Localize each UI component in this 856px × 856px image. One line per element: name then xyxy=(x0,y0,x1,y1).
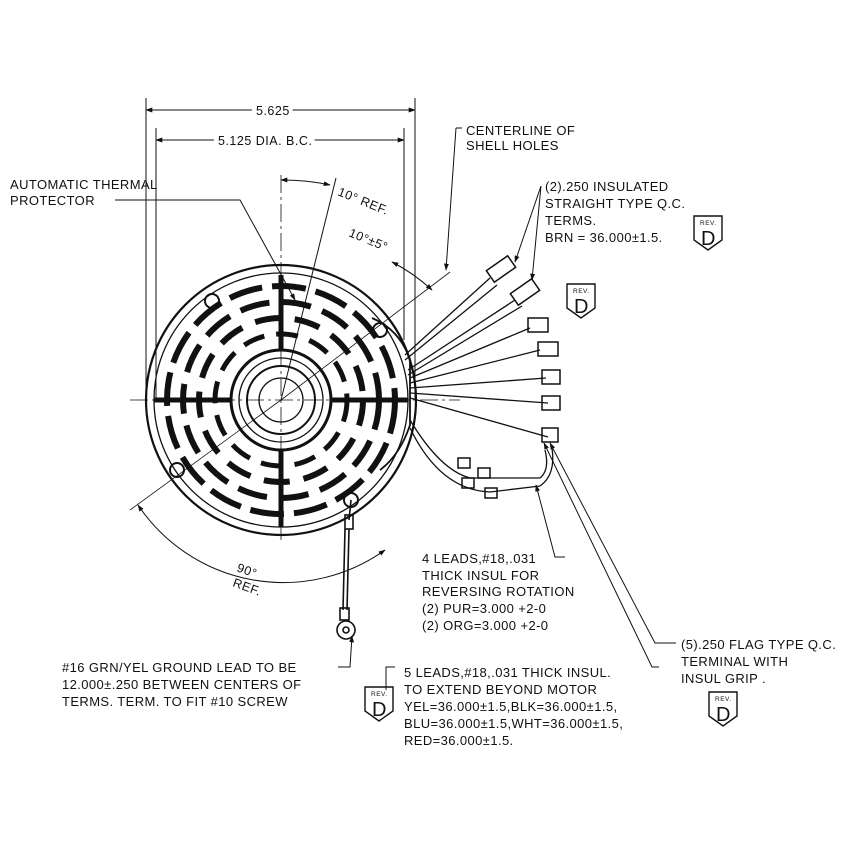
svg-text:INSUL GRIP .: INSUL GRIP . xyxy=(681,671,766,686)
svg-text:PROTECTOR: PROTECTOR xyxy=(10,193,95,208)
rev-badge-ground: REV. D xyxy=(364,686,394,722)
svg-text:5 LEADS,#18,.031 THICK INSUL.: 5 LEADS,#18,.031 THICK INSUL. xyxy=(404,665,611,680)
lead-wires xyxy=(404,277,554,493)
svg-text:YEL=36.000±1.5,BLK=36.000±1.5,: YEL=36.000±1.5,BLK=36.000±1.5, xyxy=(404,699,618,714)
svg-text:D: D xyxy=(701,228,715,250)
svg-text:BRN = 36.000±1.5.: BRN = 36.000±1.5. xyxy=(545,230,663,245)
svg-text:D: D xyxy=(574,296,588,318)
svg-text:TERMS. TERM. TO FIT #10 SCREW: TERMS. TERM. TO FIT #10 SCREW xyxy=(62,694,288,709)
svg-text:D: D xyxy=(372,699,386,721)
rev-badge-flag: REV. D xyxy=(708,691,738,727)
angle-90-ref: REF. xyxy=(231,576,263,599)
main-leads-label: 5 LEADS,#18,.031 THICK INSUL. TO EXTEND … xyxy=(404,665,623,748)
bolt-circle-dim: 5.125 DIA. B.C. xyxy=(218,134,312,148)
terminal-connectors xyxy=(457,254,561,499)
thermal-protector-label: AUTOMATIC THERMAL PROTECTOR xyxy=(10,177,158,208)
centerline-label: CENTERLINE OF SHELL HOLES xyxy=(466,123,575,153)
svg-text:TERMS.: TERMS. xyxy=(545,213,597,228)
angle-ref-dim: 10° REF. xyxy=(336,185,391,218)
svg-text:CENTERLINE OF: CENTERLINE OF xyxy=(466,123,575,138)
angle-tol-dim: 10°±5° xyxy=(347,226,390,254)
svg-text:4 LEADS,#18,.031: 4 LEADS,#18,.031 xyxy=(422,551,536,566)
svg-text:AUTOMATIC THERMAL: AUTOMATIC THERMAL xyxy=(10,177,158,192)
svg-text:BLU=36.000±1.5,WHT=36.000±1.5,: BLU=36.000±1.5,WHT=36.000±1.5, xyxy=(404,716,623,731)
ground-lead-label: #16 GRN/YEL GROUND LEAD TO BE 12.000±.25… xyxy=(62,660,302,709)
rev-badge-mid: REV. D xyxy=(566,283,596,319)
ground-lead xyxy=(336,499,356,640)
svg-text:STRAIGHT TYPE Q.C.: STRAIGHT TYPE Q.C. xyxy=(545,196,685,211)
svg-text:(2) ORG=3.000 +2-0: (2) ORG=3.000 +2-0 xyxy=(422,618,548,633)
svg-text:SHELL HOLES: SHELL HOLES xyxy=(466,138,559,153)
svg-text:REV.: REV. xyxy=(371,691,388,698)
svg-text:(5).250 FLAG TYPE Q.C.: (5).250 FLAG TYPE Q.C. xyxy=(681,637,836,652)
svg-text:REVERSING ROTATION: REVERSING ROTATION xyxy=(422,584,575,599)
svg-text:D: D xyxy=(716,704,730,726)
overall-width-dim: 5.625 xyxy=(256,104,290,118)
svg-text:THICK INSUL FOR: THICK INSUL FOR xyxy=(422,568,539,583)
svg-text:TO EXTEND BEYOND MOTOR: TO EXTEND BEYOND MOTOR xyxy=(404,682,597,697)
svg-text:#16 GRN/YEL GROUND LEAD TO BE: #16 GRN/YEL GROUND LEAD TO BE xyxy=(62,660,297,675)
svg-text:(2) PUR=3.000 +2-0: (2) PUR=3.000 +2-0 xyxy=(422,601,546,616)
dimension-lines xyxy=(137,98,433,584)
svg-text:12.000±.250 BETWEEN CENTERS OF: 12.000±.250 BETWEEN CENTERS OF xyxy=(62,677,302,692)
straight-terms-label: (2).250 INSULATED STRAIGHT TYPE Q.C. TER… xyxy=(545,179,685,245)
reversing-leads-label: 4 LEADS,#18,.031 THICK INSUL FOR REVERSI… xyxy=(422,551,575,633)
leader-lines xyxy=(115,127,676,690)
svg-text:RED=36.000±1.5.: RED=36.000±1.5. xyxy=(404,733,514,748)
rev-badge-top: REV. D xyxy=(693,215,723,251)
svg-text:(2).250 INSULATED: (2).250 INSULATED xyxy=(545,179,669,194)
motor-end-view xyxy=(129,175,460,540)
svg-text:REV.: REV. xyxy=(715,696,732,703)
svg-text:REV.: REV. xyxy=(573,288,590,295)
svg-text:TERMINAL WITH: TERMINAL WITH xyxy=(681,654,788,669)
angle-90-dim: 90° xyxy=(235,561,259,581)
flag-terms-label: (5).250 FLAG TYPE Q.C. TERMINAL WITH INS… xyxy=(681,637,836,686)
svg-text:REV.: REV. xyxy=(700,220,717,227)
